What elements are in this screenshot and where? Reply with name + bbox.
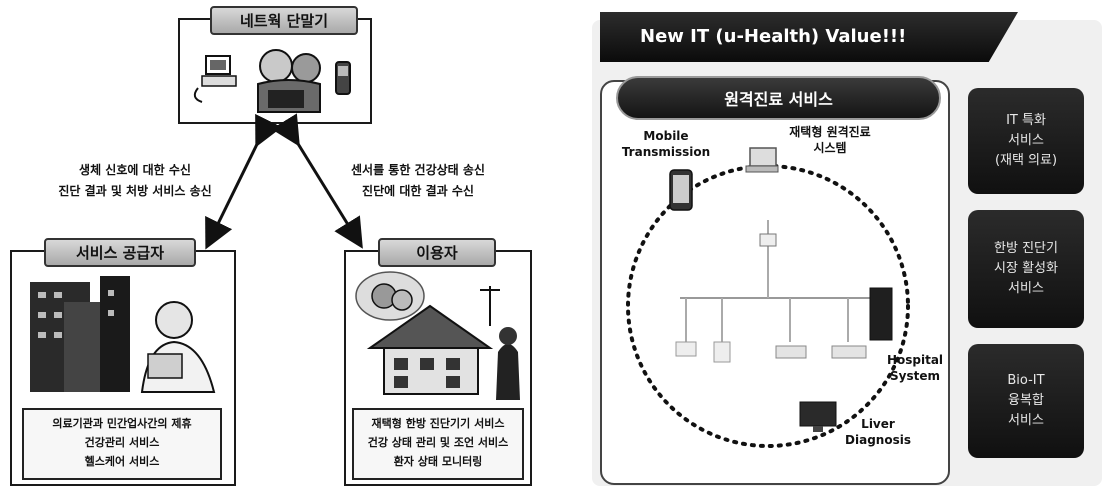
- list-item: 의료기관과 민간업사간의 제휴: [52, 417, 192, 430]
- right-arrow: [271, 113, 363, 249]
- value-ribbon: New IT (u-Health) Value!!!: [600, 12, 1018, 62]
- service-card-it: IT 특화 서비스 (재택 의료): [968, 88, 1084, 194]
- list-item: 환자 상태 모니터링: [393, 455, 483, 468]
- list-item: 건강관리 서비스: [84, 436, 160, 449]
- network-terminal-illustration: [193, 49, 351, 113]
- user-title: 이용자: [378, 238, 496, 267]
- service-provider-illustration: [30, 276, 216, 393]
- service-provider-title: 서비스 공급자: [44, 238, 196, 267]
- home-system-label: 재택형 원격진료 시스템: [789, 125, 871, 155]
- liver-diagnosis-label: Liver Diagnosis: [845, 417, 911, 447]
- list-item: 건강 상태 관리 및 조언 서비스: [367, 436, 509, 449]
- left-arrow: [205, 113, 283, 250]
- service-card-bio-it: Bio-IT 융복합 서비스: [968, 344, 1084, 458]
- list-item: 헬스케어 서비스: [84, 455, 160, 468]
- remote-care-title: 원격진료 서비스: [616, 76, 941, 120]
- left-arrow-text: 생체 신호에 대한 수신 진단 결과 및 처방 서비스 송신: [58, 163, 212, 198]
- user-illustration: [355, 271, 520, 400]
- service-card-oriental: 한방 진단기 시장 활성화 서비스: [968, 210, 1084, 328]
- connection-arrows: [205, 113, 363, 250]
- mobile-transmission-label: Mobile Transmission: [621, 129, 711, 159]
- right-arrow-text: 센서를 통한 건강상태 송신 진단에 대한 결과 수신: [351, 163, 485, 198]
- service-provider-list: 의료기관과 민간업사간의 제휴 건강관리 서비스 헬스케어 서비스: [22, 408, 222, 480]
- remote-care-network: [626, 147, 910, 448]
- hospital-system-label: Hospital System: [886, 353, 944, 383]
- user-list: 재택형 한방 진단기기 서비스 건강 상태 관리 및 조언 서비스 환자 상태 …: [352, 408, 524, 480]
- network-terminal-title: 네트웍 단말기: [210, 6, 358, 35]
- list-item: 재택형 한방 진단기기 서비스: [371, 417, 505, 430]
